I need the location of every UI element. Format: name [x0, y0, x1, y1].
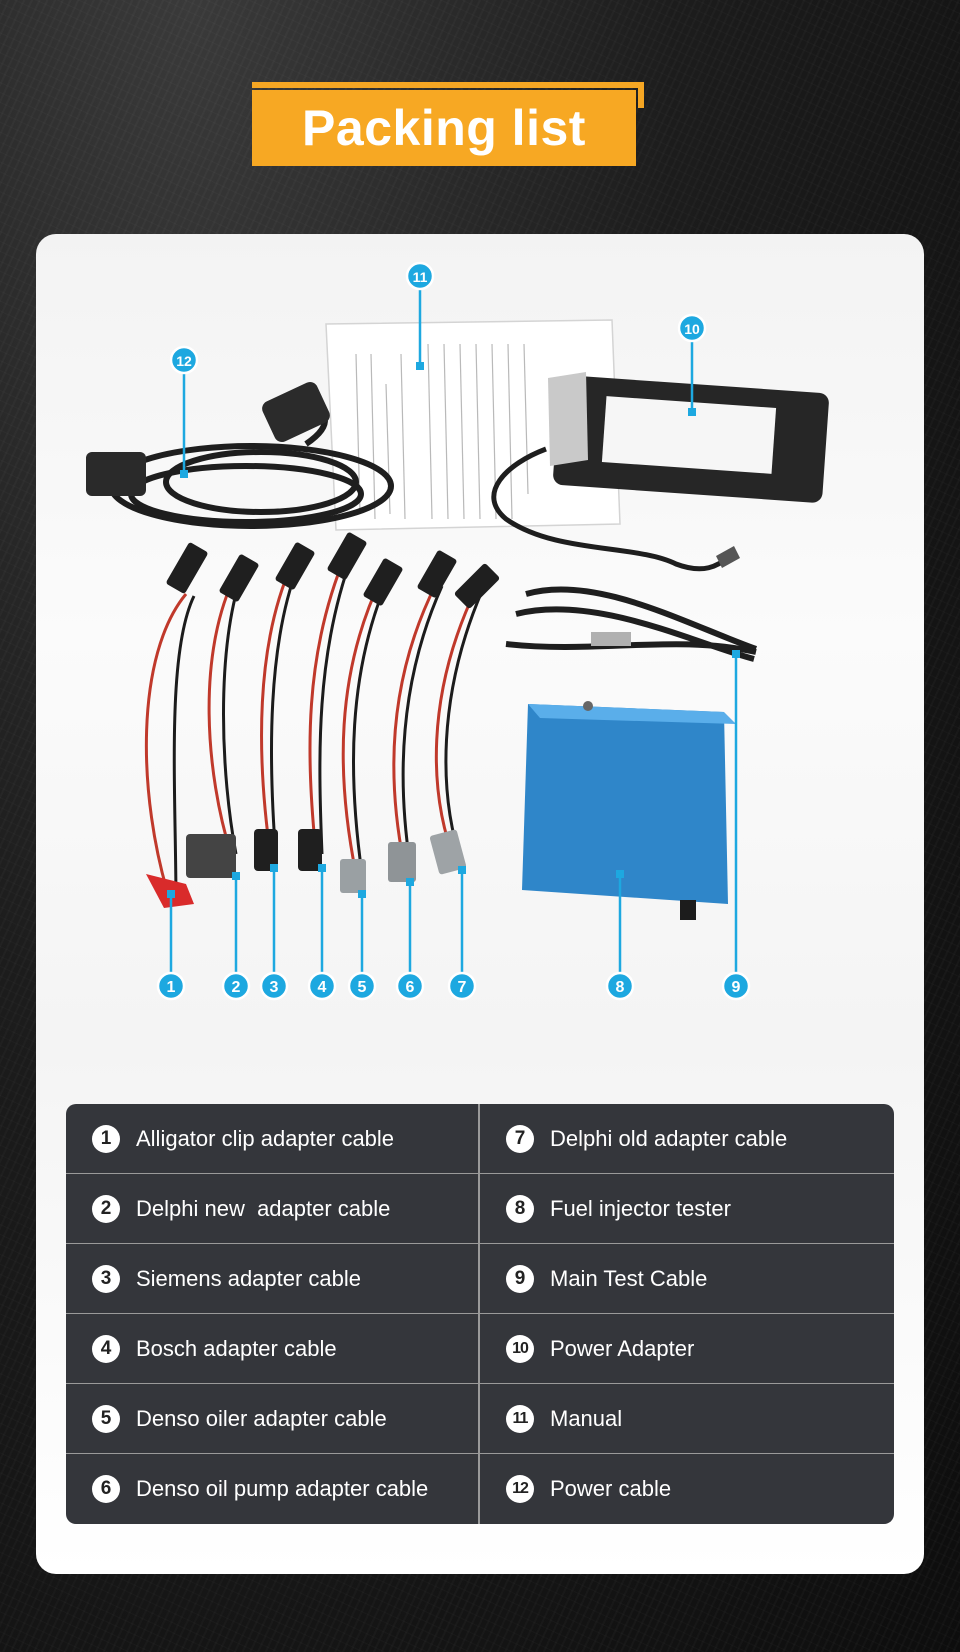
item-label: Power Adapter [550, 1335, 695, 1361]
item-label: Denso oil pump adapter cable [136, 1476, 429, 1501]
item-number-badge: 5 [92, 1404, 120, 1433]
item-number-badge: 4 [92, 1334, 120, 1363]
callout-badges: 11 10 12 1 2 3 4 5 6 7 8 9 [156, 261, 751, 1001]
callout-badge-8: 8 [605, 971, 635, 1001]
list-item: 4 Bosch adapter cable [66, 1314, 480, 1384]
list-item: 10 Power Adapter [480, 1314, 894, 1384]
item-number-badge: 1 [92, 1124, 120, 1153]
iec-plug [86, 452, 146, 496]
item-number-badge: 12 [506, 1475, 534, 1503]
wall-plug [262, 382, 330, 442]
list-item: 9 Main Test Cable [480, 1244, 894, 1314]
svg-text:7: 7 [458, 979, 467, 996]
item-number-badge: 10 [506, 1334, 534, 1363]
item-label: Power cable [550, 1476, 672, 1501]
list-item: 2 Delphi new adapter cable [66, 1174, 480, 1244]
callout-badge-5: 5 [347, 971, 377, 1001]
product-photo: 11 10 12 1 2 3 4 5 6 7 8 9 [86, 261, 829, 1001]
item-label: Alligator clip adapter cable [136, 1125, 395, 1151]
list-item: 1 Alligator clip adapter cable [66, 1104, 480, 1174]
list-item: 7 Delphi old adapter cable [480, 1104, 894, 1174]
item-label: Main Test Cable [550, 1265, 708, 1291]
svg-text:1: 1 [167, 979, 176, 996]
svg-text:4: 4 [318, 979, 327, 996]
banner-accent [252, 82, 644, 88]
svg-text:5: 5 [358, 979, 367, 996]
item-number-badge: 9 [506, 1264, 534, 1293]
callout-badge-12: 12 [169, 345, 199, 375]
banner-accent-corner [638, 82, 644, 108]
adapter-cables-illustration [144, 553, 484, 905]
callout-dots [167, 362, 740, 898]
item-label: Siemens adapter cable [136, 1265, 362, 1291]
main-test-cable-illustration [505, 586, 758, 662]
item-label: Delphi new adapter cable [136, 1195, 391, 1221]
svg-text:12: 12 [176, 353, 192, 369]
callout-lines [169, 282, 738, 974]
list-item: 11 Manual [480, 1384, 894, 1454]
manual-illustration [325, 319, 621, 531]
list-item: 8 Fuel injector tester [480, 1174, 894, 1244]
item-number-badge: 11 [506, 1404, 534, 1433]
callout-badge-6: 6 [395, 971, 425, 1001]
callout-badge-2: 2 [221, 971, 251, 1001]
list-item: 3 Siemens adapter cable [66, 1244, 480, 1314]
list-item: 6 Denso oil pump adapter cable [66, 1454, 480, 1524]
svg-text:11: 11 [413, 269, 428, 285]
item-number-badge: 3 [92, 1264, 120, 1293]
callout-badge-9: 9 [721, 971, 751, 1001]
callout-badge-10: 10 [677, 313, 707, 343]
callout-badge-11: 11 [405, 261, 435, 291]
item-label: Bosch adapter cable [136, 1335, 337, 1361]
item-number-badge: 7 [506, 1124, 534, 1153]
packing-list-table: 1 Alligator clip adapter cable 7 Delphi ol… [66, 1104, 894, 1524]
page-title: Packing list [302, 100, 586, 156]
callout-badge-3: 3 [259, 971, 289, 1001]
svg-text:8: 8 [616, 979, 625, 996]
item-label: Fuel injector tester [550, 1195, 731, 1221]
svg-text:10: 10 [684, 321, 700, 337]
list-item: 5 Denso oiler adapter cable [66, 1384, 480, 1454]
svg-text:3: 3 [270, 979, 279, 996]
fuel-injector-tester-illustration [522, 701, 736, 920]
item-label: Manual [550, 1405, 623, 1431]
item-number-badge: 2 [92, 1194, 120, 1223]
power-adapter-illustration [491, 372, 829, 572]
item-label: Delphi old adapter cable [550, 1125, 788, 1151]
item-label: Denso oiler adapter cable [136, 1405, 387, 1431]
adapter-connectors [166, 532, 500, 893]
callout-badge-4: 4 [307, 971, 337, 1001]
list-item: 12 Power cable [480, 1454, 894, 1524]
svg-text:2: 2 [232, 979, 241, 996]
svg-text:9: 9 [732, 979, 741, 996]
item-number-badge: 8 [506, 1194, 534, 1223]
svg-text:6: 6 [406, 979, 415, 996]
item-number-badge: 6 [92, 1475, 120, 1503]
callout-badge-1: 1 [156, 971, 186, 1001]
callout-badge-7: 7 [447, 971, 477, 1001]
title-banner: Packing list [252, 90, 636, 166]
